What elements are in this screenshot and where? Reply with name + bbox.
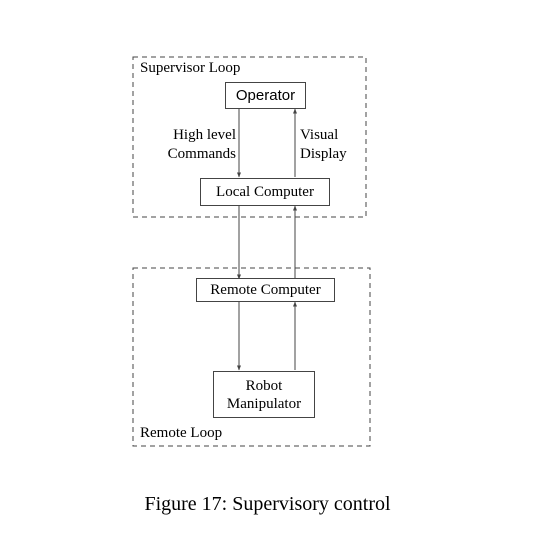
supervisor-loop-frame <box>132 56 367 218</box>
remote-computer-label: Remote Computer <box>210 282 321 298</box>
remote-computer-box: Remote Computer <box>196 278 335 302</box>
local-computer-label: Local Computer <box>216 184 314 200</box>
operator-box: Operator <box>225 82 306 109</box>
robot-manipulator-label: Robot Manipulator <box>226 377 302 412</box>
remote-loop-frame <box>132 267 371 447</box>
supervisor-loop-label: Supervisor Loop <box>140 60 241 76</box>
operator-label: Operator <box>235 86 296 104</box>
remote-loop-label: Remote Loop <box>140 425 223 441</box>
visual-display-label: Visual Display <box>300 127 347 162</box>
high-level-commands-label: High level Commands <box>167 127 236 162</box>
figure-caption: Figure 17: Supervisory control <box>144 493 391 515</box>
robot-manipulator-box: Robot Manipulator <box>213 371 315 418</box>
local-computer-box: Local Computer <box>200 178 330 206</box>
